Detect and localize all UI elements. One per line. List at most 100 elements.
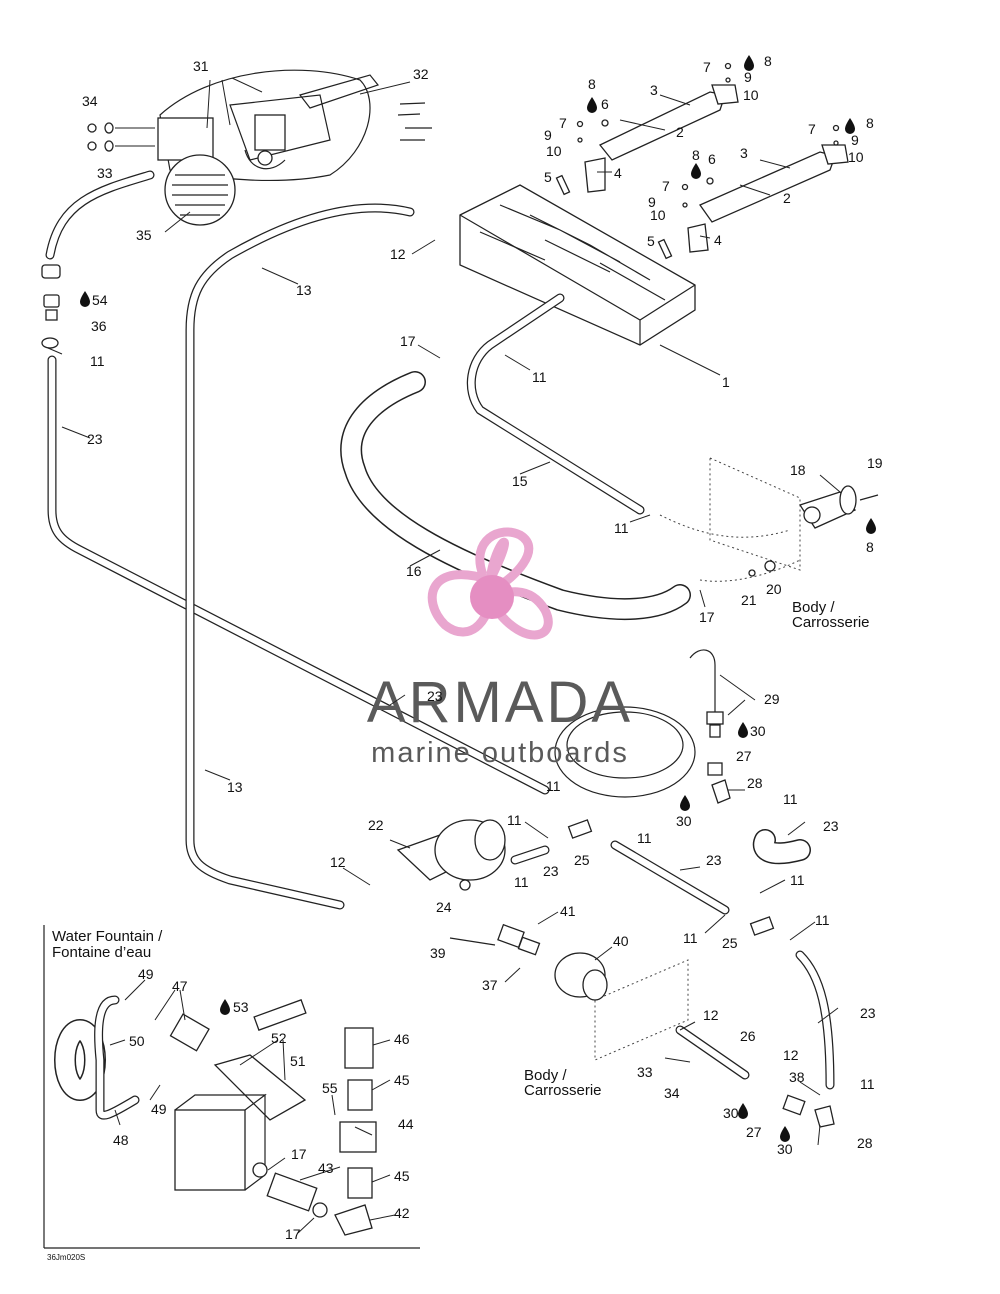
callout-10: 10: [743, 87, 759, 103]
center-pipes: [510, 819, 835, 1090]
callout-20: 20: [766, 581, 782, 597]
callout-30: 30: [777, 1141, 793, 1157]
callout-24: 24: [436, 899, 452, 915]
callout-3: 3: [650, 82, 658, 98]
callout-9: 9: [544, 127, 552, 143]
watermark-tagline: marine outboards: [371, 737, 629, 769]
callout-11: 11: [790, 872, 805, 888]
callout-9: 9: [744, 69, 752, 85]
callout-49: 49: [151, 1101, 167, 1117]
callout-23: 23: [87, 431, 103, 447]
callout-25: 25: [574, 852, 590, 868]
inset-title-line2: Fontaine d’eau: [52, 944, 151, 961]
callout-8: 8: [866, 539, 874, 555]
drop-icon: [220, 999, 230, 1015]
drop-icon: [738, 1103, 748, 1119]
steering-pump-assembly: [87, 69, 432, 233]
callout-45: 45: [394, 1168, 410, 1184]
callout-10: 10: [848, 149, 864, 165]
callout-2: 2: [783, 190, 791, 206]
pump-22: [396, 819, 506, 891]
drain-fitting-29: [554, 649, 731, 804]
callout-labels: 1 2 2 3 3 4 4 5 5 6 6 7 7 7 7 8 8 8 8 8 …: [47, 53, 883, 1262]
tank: [459, 184, 721, 376]
callout-11: 11: [637, 830, 652, 846]
callout-1: 1: [722, 374, 730, 390]
fitting-18: [709, 457, 879, 577]
callout-23: 23: [706, 852, 722, 868]
callout-7: 7: [703, 59, 711, 75]
sealant-drops: [80, 55, 876, 1142]
callout-33: 33: [637, 1064, 653, 1080]
callout-30: 30: [676, 813, 692, 829]
callout-35: 35: [136, 227, 152, 243]
callout-17: 17: [291, 1146, 307, 1162]
callout-53: 53: [233, 999, 249, 1015]
callout-42: 42: [394, 1205, 410, 1221]
callout-34: 34: [82, 93, 98, 109]
drop-icon: [744, 55, 754, 71]
callout-11: 11: [532, 369, 547, 385]
body-label-line2: Carrosserie: [792, 614, 870, 631]
callout-8: 8: [866, 115, 874, 131]
callout-36: 36: [91, 318, 107, 334]
callout-15: 15: [512, 473, 528, 489]
watermark-brand: ARMADA: [367, 670, 633, 735]
drop-icon: [780, 1126, 790, 1142]
callout-39: 39: [430, 945, 446, 961]
hose-23-left: [41, 170, 550, 795]
callout-4: 4: [614, 165, 622, 181]
callout-4: 4: [714, 232, 722, 248]
callout-6: 6: [708, 151, 716, 167]
callout-11: 11: [783, 791, 798, 807]
callout-11: 11: [683, 930, 698, 946]
drop-icon: [866, 518, 876, 534]
callout-11: 11: [614, 520, 629, 536]
logo-petal-2: [485, 537, 509, 583]
callout-8: 8: [764, 53, 772, 69]
callout-17: 17: [400, 333, 416, 349]
callout-21: 21: [741, 592, 757, 608]
callout-23: 23: [427, 688, 443, 704]
callout-10: 10: [650, 207, 666, 223]
callout-23: 23: [860, 1005, 876, 1021]
callout-52: 52: [271, 1030, 287, 1046]
callout-28: 28: [747, 775, 763, 791]
callout-43: 43: [318, 1160, 334, 1176]
armada-logo: ARMADA marine outboards: [367, 527, 633, 769]
body-label-line2: Carrosserie: [524, 1082, 602, 1099]
callout-38: 38: [789, 1069, 805, 1085]
callout-7: 7: [808, 121, 816, 137]
callout-13: 13: [296, 282, 312, 298]
hose-15-16: [340, 293, 801, 621]
callout-11: 11: [546, 778, 561, 794]
callout-11: 11: [514, 874, 529, 890]
callout-11: 11: [507, 812, 522, 828]
callout-47: 47: [172, 978, 188, 994]
callout-25: 25: [722, 935, 738, 951]
callout-50: 50: [129, 1033, 145, 1049]
callout-45: 45: [394, 1072, 410, 1088]
inset-title-line1: Water Fountain /: [52, 928, 163, 945]
callout-3: 3: [740, 145, 748, 161]
callout-49: 49: [138, 966, 154, 982]
callout-30: 30: [750, 723, 766, 739]
callout-5: 5: [647, 233, 655, 249]
callout-37: 37: [482, 977, 498, 993]
callout-22: 22: [368, 817, 384, 833]
callout-31: 31: [193, 58, 209, 74]
callout-9: 9: [648, 194, 656, 210]
logo-hub: [470, 575, 514, 619]
callout-33: 33: [97, 165, 113, 181]
callout-44: 44: [398, 1116, 414, 1132]
callout-7: 7: [559, 115, 567, 131]
callout-51: 51: [290, 1053, 306, 1069]
callout-17: 17: [285, 1226, 301, 1242]
callout-27: 27: [736, 748, 752, 764]
callout-9: 9: [851, 132, 859, 148]
drop-icon: [587, 97, 597, 113]
callout-55: 55: [322, 1080, 338, 1096]
body-label-line1: Body /: [792, 599, 835, 616]
callout-26: 26: [740, 1028, 756, 1044]
